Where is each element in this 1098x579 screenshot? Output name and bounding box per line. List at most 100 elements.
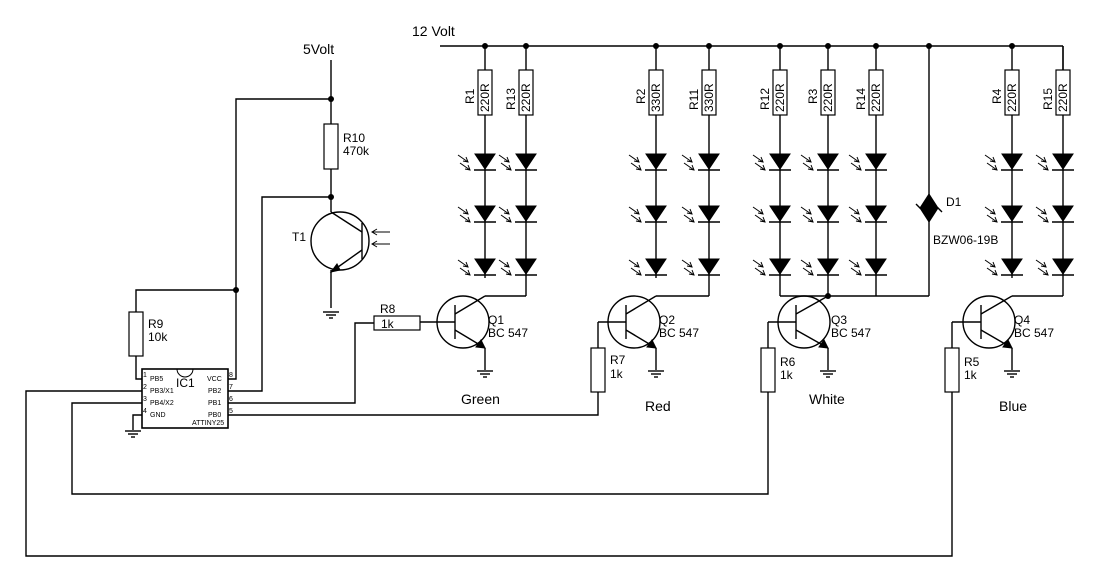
q1-name: Q1 xyxy=(488,313,504,327)
led-string-r3: R3 220R xyxy=(800,46,840,296)
q3-type: BC 547 xyxy=(831,326,871,340)
label-blue: Blue xyxy=(999,398,1027,414)
transistor-q1: Q1 BC 547 xyxy=(420,295,528,378)
label-green: Green xyxy=(461,391,500,407)
ic-pinnum-7: 7 xyxy=(229,384,233,391)
r1-value: 220R xyxy=(478,83,492,112)
transistor-q2: Q2 BC 547 xyxy=(598,295,699,378)
label-12-volt: 12 Volt xyxy=(412,23,455,39)
resistor-r8-assembly: R8 1k xyxy=(228,302,421,404)
ic1-part: ATTINY25 xyxy=(192,420,224,427)
led-string-r1: R1 220R xyxy=(457,46,497,278)
r7-value: 1k xyxy=(610,367,624,381)
ic-pinnum-8: 8 xyxy=(229,372,233,379)
q4-name: Q4 xyxy=(1014,313,1030,327)
r2-name: R2 xyxy=(634,88,648,104)
ic-pin-pb2: PB2 xyxy=(208,388,221,395)
r1-name: R1 xyxy=(463,88,477,104)
resistor-r1 xyxy=(477,69,493,116)
resistor-r15 xyxy=(1055,69,1071,116)
q2-name: Q2 xyxy=(659,313,675,327)
ic-pin-pb3: PB3/X1 xyxy=(150,388,174,395)
ic-pin-pb1: PB1 xyxy=(208,400,221,407)
ic-pinnum-1: 1 xyxy=(143,372,147,379)
resistor-r11 xyxy=(701,69,717,116)
q1-type: BC 547 xyxy=(488,326,528,340)
led-string-r14: R14 220R xyxy=(848,46,888,296)
d1-type: BZW06-19B xyxy=(933,233,998,247)
transistor-q4: Q4 BC 547 xyxy=(952,295,1054,378)
resistor-r12 xyxy=(772,69,788,116)
r8-name: R8 xyxy=(380,302,396,316)
resistor-r4 xyxy=(1004,69,1020,116)
ic-pin-pb5: PB5 xyxy=(150,376,163,383)
ic-pinnum-2: 2 xyxy=(143,384,147,391)
ic-pinnum-5: 5 xyxy=(229,408,233,415)
ic-pinnum-3: 3 xyxy=(143,396,147,403)
ic-pin-vcc: VCC xyxy=(207,376,222,383)
r14-value: 220R xyxy=(869,83,883,112)
q3-name: Q3 xyxy=(831,313,847,327)
resistor-r6 xyxy=(760,347,776,393)
ic-pin-gnd: GND xyxy=(150,412,166,419)
led-string-r12: R12 220R xyxy=(752,46,792,296)
r3-name: R3 xyxy=(806,88,820,104)
transistor-q3: Q3 BC 547 xyxy=(768,295,871,378)
led-string-r11: R11 330R xyxy=(681,46,721,296)
r13-value: 220R xyxy=(519,83,533,112)
r15-name: R15 xyxy=(1041,88,1055,110)
r11-value: 330R xyxy=(702,83,716,112)
r8-value: 1k xyxy=(381,317,395,331)
led-string-r13: R13 220R xyxy=(498,46,538,296)
led-string-r4: R4 220R xyxy=(984,46,1024,278)
q2-type: BC 547 xyxy=(659,326,699,340)
r9-name: R9 xyxy=(148,317,164,331)
label-5-volt: 5Volt xyxy=(303,41,334,57)
ic-pinnum-6: 6 xyxy=(229,396,233,403)
r5-name: R5 xyxy=(964,355,980,369)
r12-value: 220R xyxy=(773,83,787,112)
r10-name: R10 xyxy=(343,131,365,145)
resistor-r14 xyxy=(868,69,884,116)
r9-value: 10k xyxy=(148,330,168,344)
ic-pin-pb4: PB4/X2 xyxy=(150,400,174,407)
resistor-r7-assembly: R7 1k xyxy=(228,322,626,416)
t1-name: T1 xyxy=(292,230,306,244)
resistor-r5 xyxy=(944,347,960,393)
resistor-r9 xyxy=(128,311,144,357)
led-string-r2: R2 330R xyxy=(628,46,668,278)
r11-name: R11 xyxy=(687,89,701,110)
r12-name: R12 xyxy=(758,88,772,110)
r2-value: 330R xyxy=(649,83,663,112)
r7-name: R7 xyxy=(610,353,626,367)
r10-value: 470k xyxy=(343,144,370,158)
r15-value: 220R xyxy=(1056,83,1070,112)
r5-value: 1k xyxy=(964,368,978,382)
label-red: Red xyxy=(645,398,671,414)
q4-type: BC 547 xyxy=(1014,326,1054,340)
ic-pinnum-4: 4 xyxy=(143,408,147,415)
zener-diode-d1: D1 BZW06-19B xyxy=(915,46,998,296)
led-string-r15: R15 220R xyxy=(1035,46,1075,296)
resistor-r13 xyxy=(518,69,534,116)
ic1-name: IC1 xyxy=(176,376,195,390)
r3-value: 220R xyxy=(821,83,835,112)
resistor-r7 xyxy=(590,347,606,393)
phototransistor-t1: T1 xyxy=(292,211,390,319)
d1-name: D1 xyxy=(946,195,962,209)
resistor-r10 xyxy=(323,123,339,170)
ic1-attiny25: IC1 PB5 PB3/X1 PB4/X2 GND VCC PB2 PB1 PB… xyxy=(141,368,233,429)
resistor-r6-assembly: R6 1k xyxy=(71,322,796,495)
r13-name: R13 xyxy=(504,88,518,110)
r6-value: 1k xyxy=(780,368,794,382)
resistor-r3 xyxy=(820,69,836,116)
label-white: White xyxy=(809,391,845,407)
r4-value: 220R xyxy=(1005,83,1019,112)
ic-pin-pb0: PB0 xyxy=(208,412,221,419)
resistor-r2 xyxy=(648,69,664,116)
r4-name: R4 xyxy=(990,88,1004,104)
resistor-r5-assembly: R5 1k xyxy=(25,322,980,557)
r14-name: R14 xyxy=(854,88,868,110)
r6-name: R6 xyxy=(780,355,796,369)
